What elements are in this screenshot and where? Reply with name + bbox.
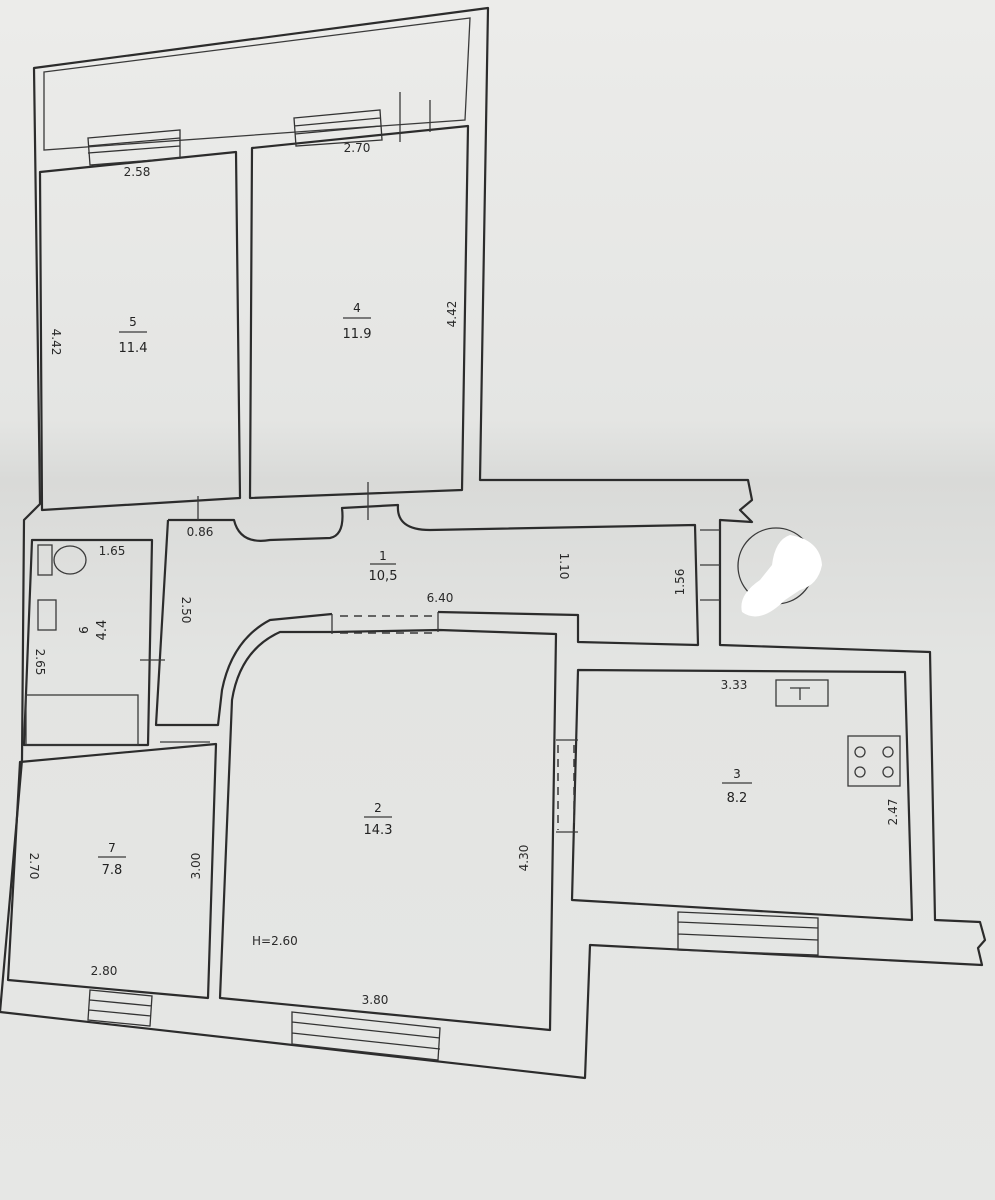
room-2-outline (218, 628, 558, 1032)
dimension-label: 3.00 (189, 853, 203, 880)
stove-icon (847, 735, 901, 787)
dimension-label: 1.65 (99, 544, 126, 558)
room-1-area: 10,5 (369, 569, 398, 584)
bathtub-icon (25, 694, 139, 746)
dimension-label: 2.65 (33, 649, 47, 676)
room-7-number: 7 (108, 841, 116, 855)
dimension-label: 3.80 (362, 993, 389, 1007)
room-6-number: 6 (77, 626, 91, 634)
room-7-area: 7.8 (102, 863, 123, 878)
dimension-label: 4.42 (49, 329, 63, 356)
dimension-label: 2.50 (179, 597, 193, 624)
dimension-label: 0.86 (187, 525, 214, 539)
room-2-area: 14.3 (364, 823, 393, 838)
dimension-label: 1.56 (673, 569, 687, 596)
redaction-mark-icon (741, 535, 822, 617)
outer-walls (0, 6, 987, 1080)
room-4-outline (248, 124, 470, 500)
dimension-label: 2.80 (91, 964, 118, 978)
room-7-outline (6, 742, 218, 1000)
room-6-outline (22, 538, 154, 747)
room-5-number: 5 (129, 315, 137, 329)
fixtures (25, 527, 901, 787)
dimension-label: 2.70 (344, 141, 371, 155)
room-3-outline (570, 668, 914, 922)
room-4-area: 11.9 (343, 327, 372, 342)
ceiling-height-label: H=2.60 (252, 934, 298, 948)
dimension-label: 2.58 (124, 165, 151, 179)
dimension-label: 2.47 (886, 799, 900, 826)
dimension-label: 6.40 (427, 591, 454, 605)
room-1-outline (154, 503, 700, 727)
room-1-number: 1 (379, 549, 387, 563)
toilet-tank (37, 544, 53, 576)
room-labels: 1 10,5 2 14.3 3 8.2 4 11.9 5 11.4 6 4.4 … (77, 301, 752, 878)
dimension-label: 1.10 (557, 553, 571, 580)
room-5-area: 11.4 (119, 341, 148, 356)
dimension-label: 3.33 (721, 678, 748, 692)
room-3-number: 3 (733, 767, 741, 781)
openings (140, 92, 720, 833)
windows (87, 109, 819, 1061)
dimension-labels: 2.58 2.70 4.42 4.42 0.86 1.65 2.50 2.65 … (27, 141, 900, 1007)
room-3-area: 8.2 (727, 791, 748, 806)
dimension-label: 4.30 (517, 845, 531, 872)
room-4-number: 4 (353, 301, 361, 315)
kitchen-sink-icon (775, 679, 829, 707)
toilet-bowl-icon (53, 545, 87, 575)
room-5-outline (38, 150, 242, 512)
dimension-label: 4.42 (445, 301, 459, 328)
sink-icon (37, 599, 57, 631)
room-2-number: 2 (374, 801, 382, 815)
room-6-area: 4.4 (95, 620, 110, 641)
dimension-label: 2.70 (27, 853, 41, 880)
